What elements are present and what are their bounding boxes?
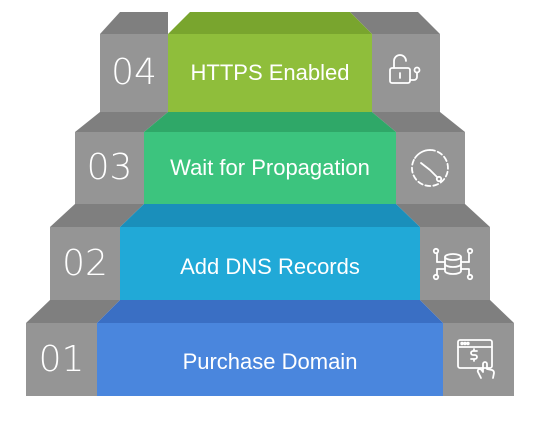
step-01-left-top	[26, 300, 120, 323]
clock-timer-icon	[408, 146, 452, 190]
step-04-left-top	[100, 12, 168, 34]
step-01-front	[97, 323, 443, 396]
step-04-label: HTTPS Enabled	[190, 60, 350, 85]
step-01-label: Purchase Domain	[182, 349, 358, 374]
step-04	[100, 12, 440, 112]
step-02	[50, 204, 490, 300]
step-04-number: 04	[111, 52, 157, 93]
step-02-front	[120, 227, 420, 300]
step-01	[26, 300, 514, 396]
step-02-right-top	[396, 204, 490, 227]
step-04-right-top	[350, 12, 440, 34]
step-02-left-top	[50, 204, 144, 227]
step-03	[75, 112, 465, 204]
step-03-top	[144, 112, 396, 132]
step-04-front	[168, 34, 372, 112]
step-02-right-side	[420, 227, 490, 300]
step-01-top	[97, 300, 443, 323]
step-03-front	[144, 132, 396, 204]
step-02-label: Add DNS Records	[180, 254, 360, 279]
step-03-right-side	[396, 132, 465, 204]
step-03-left-top	[75, 112, 168, 132]
step-01-right-top	[420, 300, 514, 323]
step-04-right-side	[372, 34, 440, 112]
step-04-left-side	[100, 34, 168, 112]
database-network-icon	[431, 242, 475, 286]
step-03-left-side	[75, 132, 144, 204]
step-01-number: 01	[38, 339, 85, 380]
step-02-top	[120, 204, 420, 227]
step-03-number: 03	[86, 147, 133, 188]
step-03-right-top	[372, 112, 465, 132]
payment-click-icon	[455, 336, 499, 380]
step-01-right-side	[443, 323, 514, 396]
step-03-label: Wait for Propagation	[170, 155, 370, 180]
step-01-left-side	[26, 323, 97, 396]
unlocked-padlock-icon	[384, 50, 428, 94]
step-04-top	[168, 12, 372, 34]
step-02-left-side	[50, 227, 120, 300]
step-02-number: 02	[62, 243, 108, 284]
